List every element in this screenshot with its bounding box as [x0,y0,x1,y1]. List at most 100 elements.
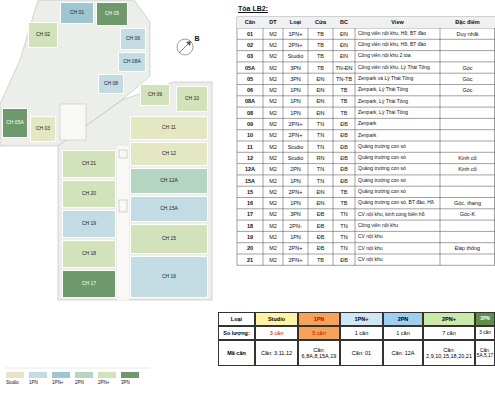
grid-line [237,118,495,119]
table-cell: 03 [237,51,263,62]
table-cell: ĐB [308,220,333,231]
unit-label: CH 06 [126,36,140,42]
table-cell: 1PN [283,198,308,209]
grid-line [237,39,495,40]
table-cell: Studio [283,152,308,163]
legend-rule [5,368,150,369]
table-cell: 2PN+ [283,186,308,197]
table-cell: ĐB [308,231,333,242]
legend-text: 3PN [121,380,130,385]
table-cell: ĐB [333,254,355,265]
table-cell: M2 [263,141,283,152]
grid-line [237,73,495,74]
table-cell: Góc [440,62,495,73]
unit-label: CH 12 [162,151,176,157]
table-cell: 05 [237,73,263,84]
table-cell: ĐB [333,141,355,152]
table-cell: 2PN+ [283,130,308,141]
unit-label: CH 18 [82,251,96,257]
grid-line [237,50,495,51]
table-cell: 12A [237,164,263,175]
table-cell: M2 [263,175,283,186]
legend-text: 2PN+ [98,380,109,385]
unit-label: CH 10 [185,96,199,102]
compass-letter: B [192,34,202,44]
apartment-unit: CH 05 [96,2,128,26]
table-cell: Quảng trường con sò [357,141,440,152]
apartment-unit: CH 17 [62,270,116,298]
table-cell: 2PN+ [283,39,308,50]
table-cell: Studio [283,51,308,62]
unit-label: CH 02 [36,32,50,38]
table-cell: TB [333,96,355,107]
grid-line [237,61,495,62]
unit-label: CH 01 [70,10,84,16]
unit-label: CH 12A [160,178,178,184]
grid-line [237,231,495,232]
grid-line [237,152,495,153]
apartment-unit: CH 15A [130,196,208,222]
summary-cell: 1PN [298,312,340,326]
apartment-unit: CH 20 [62,180,116,208]
table-cell: 15A [237,175,263,186]
table-cell: TB [308,28,333,39]
table-cell: 1PN [283,175,308,186]
table-cell: TB [308,254,333,265]
grid-line [237,141,495,142]
apartment-unit: CH 05A [2,108,28,138]
grid-line [237,84,495,85]
table-cell: M2 [263,107,283,118]
unit-label: CH 09 [148,92,162,98]
table-cell: ĐB [308,243,333,254]
apartment-unit: CH 01 [60,2,94,24]
table-cell: Đặc điểm [440,17,495,28]
summary-cell: Số lượng: [218,326,255,340]
unit-label: CH 05A [6,120,24,126]
table-cell: ĐB [333,118,355,129]
table-cell: Duy nhất [440,28,495,39]
table-cell: 02 [237,39,263,50]
table-cell: Zenpark, Lý Thái Tông [357,85,440,96]
table-cell: TN [308,141,333,152]
table-cell: Zenpark, Lý Thái Tông [357,96,440,107]
table-cell: ĐB [333,152,355,163]
grid-line [283,17,284,265]
table-cell: 3PN [283,209,308,220]
table-cell: M2 [263,254,283,265]
table-cell: 17 [237,209,263,220]
table-cell: 3PN [283,62,308,73]
table-cell: 1PN [283,96,308,107]
apartment-unit: CH 18 [62,240,116,268]
table-cell: Loại [283,17,308,28]
unit-label: CH 11 [162,125,176,131]
unit-label: CH 19 [82,221,96,227]
apartment-unit: CH 11 [130,116,208,140]
table-cell: Đáp thông [440,243,495,254]
table-cell: 2PN [283,164,308,175]
table-cell: TN-ĐN [333,62,355,73]
table-cell: ĐN [308,73,333,84]
summary-cell: 3 căn [255,326,298,340]
summary-cell: 5 căn [298,326,340,340]
table-cell: Zenpark, Lý Thái Tông [357,107,440,118]
table-cell: 1PN+ [283,28,308,39]
grid-line [494,17,495,265]
table-cell: 10 [237,130,263,141]
table-cell: TB [308,51,333,62]
table-cell: 2PN- [283,220,308,231]
summary-cell: Căn: 3,11,12 [255,340,298,366]
legend-swatch [29,372,47,378]
table-cell: 08A [237,96,263,107]
grid-line [333,17,334,265]
table-cell: M2 [263,130,283,141]
table-cell: 2PN+ [283,254,308,265]
table-cell: Zenpark [357,130,440,141]
table-cell: RN [308,152,333,163]
table-cell: 09 [237,118,263,129]
table-cell: ĐB [308,209,333,220]
table-cell: M2 [263,62,283,73]
table-title: Tòa LB2: [237,3,287,15]
table-cell: Zenpark [357,118,440,129]
summary-cell: 3 căn [475,326,495,340]
apartment-unit: CH 02 [28,22,58,48]
